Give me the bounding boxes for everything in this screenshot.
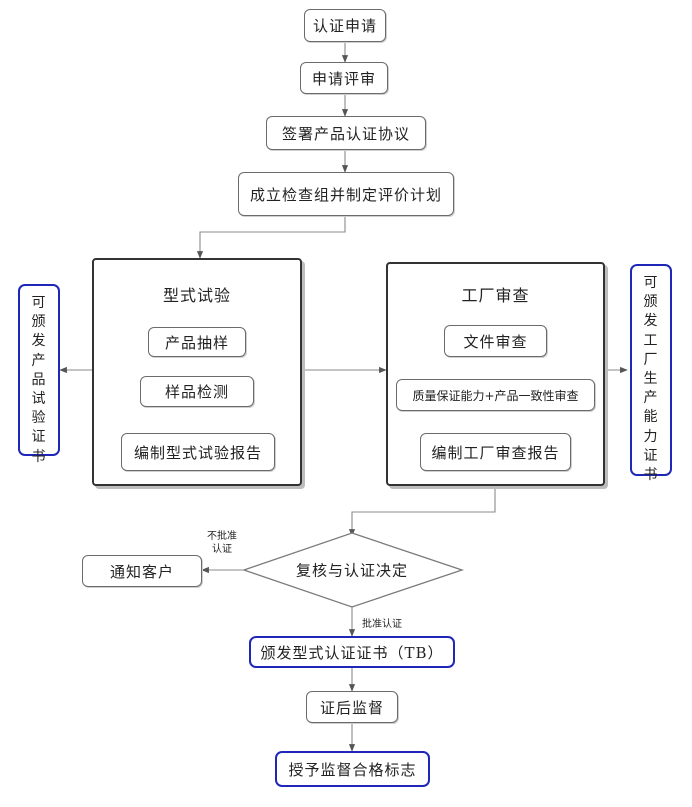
vertical-char: 颁 — [643, 294, 659, 311]
vertical-char: 厂 — [643, 351, 659, 368]
vertical-char: 产 — [643, 390, 659, 407]
step-grant-supervision-mark: 授予监督合格标志 — [275, 751, 430, 787]
vertical-char: 证 — [31, 429, 47, 446]
vertical-char: 生 — [643, 371, 659, 388]
vertical-char: 书 — [31, 448, 47, 465]
step-document-review: 文件审查 — [444, 325, 547, 357]
certificate-product-test: 可颁发产品试验证书 — [18, 284, 60, 465]
step-quality-consistency-review: 质量保证能力+产品一致性审查 — [396, 379, 595, 411]
approve-label: 批准认证 — [362, 619, 402, 630]
step-form-team-plan: 成立检查组并制定评价计划 — [238, 172, 454, 216]
certificate-factory-capability: 可颁发工厂生产能力证书 — [630, 264, 672, 483]
step-review: 申请评审 — [300, 62, 388, 94]
vertical-char: 可 — [643, 275, 659, 291]
vertical-char: 试 — [31, 391, 47, 408]
reject-label-line-2: 认证 — [212, 544, 232, 555]
arrow-plan-typetest — [196, 216, 346, 259]
step-sample-testing: 样品检测 — [140, 376, 254, 407]
vertical-char: 品 — [31, 371, 47, 388]
step-factory-audit-report: 编制工厂审查报告 — [420, 433, 571, 471]
decision-diamond — [241, 532, 465, 608]
group-type-test-title: 型式试验 — [162, 286, 231, 305]
vertical-char: 书 — [643, 467, 659, 484]
vertical-char: 验 — [31, 410, 47, 427]
step-sign-agreement: 签署产品认证协议 — [266, 116, 426, 150]
vertical-char: 可 — [31, 295, 47, 311]
step-post-certification-supervision: 证后监督 — [306, 691, 398, 723]
vertical-char: 产 — [31, 352, 47, 369]
vertical-char: 发 — [31, 333, 47, 350]
decision-label: 复核与认证决定 — [295, 561, 409, 580]
step-apply: 认证申请 — [304, 9, 386, 42]
vertical-char: 颁 — [31, 314, 47, 331]
vertical-char: 证 — [643, 447, 659, 464]
reject-label-line-1: 不批准 — [207, 531, 237, 542]
vertical-char: 力 — [643, 428, 659, 445]
reject-label: 不批准 认证 — [198, 530, 246, 556]
arrow-factory-decision — [348, 486, 496, 537]
group-factory-audit-title: 工厂审查 — [461, 286, 530, 305]
step-issue-type-certificate: 颁发型式认证证书（TB） — [249, 636, 455, 668]
vertical-char: 工 — [643, 332, 659, 349]
step-notify-customer: 通知客户 — [82, 555, 202, 587]
step-sampling: 产品抽样 — [148, 327, 246, 357]
step-type-test-report: 编制型式试验报告 — [121, 433, 275, 471]
vertical-char: 能 — [643, 409, 659, 426]
vertical-char: 发 — [643, 313, 659, 330]
